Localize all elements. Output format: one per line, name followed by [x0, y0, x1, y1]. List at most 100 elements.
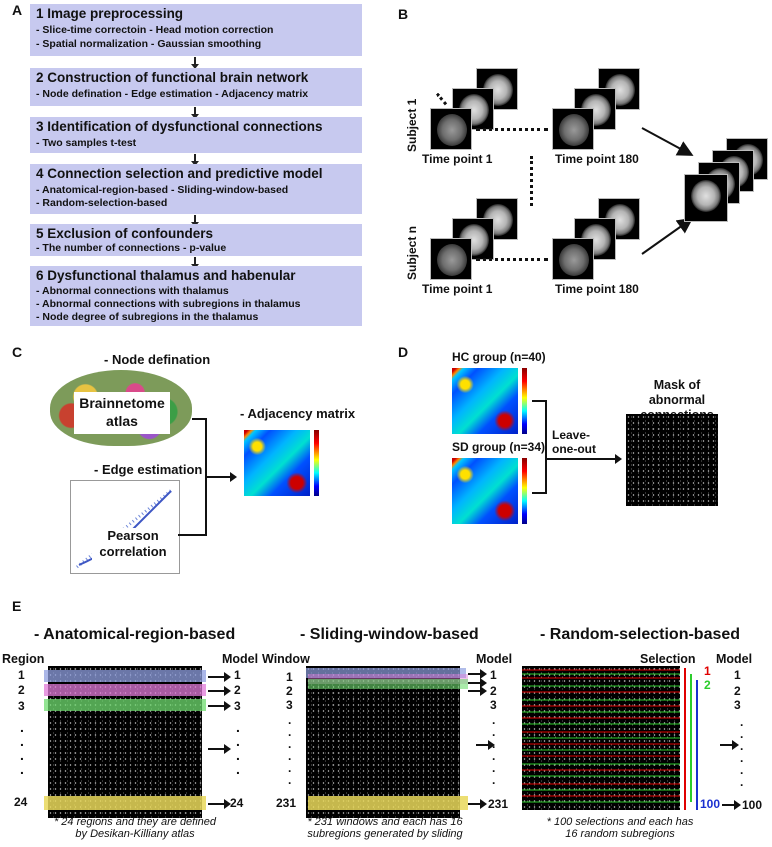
sd-matrix-image	[452, 458, 518, 524]
pearson-label-line: correlation	[99, 544, 167, 559]
subject-dots	[530, 156, 533, 206]
selection-number: 1	[704, 664, 711, 678]
region-number: 24	[14, 795, 28, 809]
model-arrow	[208, 672, 231, 682]
subject-1-label: Subject 1	[405, 98, 419, 152]
edge-estimation-label: - Edge estimation	[94, 462, 203, 477]
pearson-label-box: Pearson correlation	[92, 528, 174, 564]
random-note: * 100 selections and each has 16 random …	[530, 816, 710, 840]
time-point-1-label: Time point 1	[422, 152, 493, 166]
flow-step-line: - Abnormal connections with subregions i…	[36, 298, 301, 310]
panel-a-label: A	[12, 2, 23, 18]
connector-line	[532, 400, 546, 402]
adjacency-matrix-label: - Adjacency matrix	[240, 406, 356, 421]
flow-step-line: - Two samples t-test	[36, 137, 137, 149]
flow-step-line: - Node degree of subregions in the thala…	[36, 311, 259, 323]
window-number: 1	[286, 670, 293, 684]
mri-scan-image	[430, 238, 472, 280]
node-defination-label: - Node defination	[104, 352, 211, 367]
ellipsis-dot: ......	[492, 713, 496, 787]
flow-step-line: - The number of connections - p-value	[36, 242, 227, 254]
adjacency-matrix-image	[244, 430, 310, 496]
to-matrix-arrow	[206, 472, 237, 482]
anatomical-title: - Anatomical-region-based	[34, 626, 236, 643]
model-number: 2	[234, 683, 241, 697]
flow-step-title: 2 Construction of functional brain netwo…	[36, 70, 309, 85]
window-band-2	[308, 679, 468, 689]
mask-title-line: Mask of	[653, 378, 701, 392]
model-arrow	[468, 669, 487, 679]
flow-step-line: - Abnormal connections with thalamus	[36, 285, 229, 297]
time-series-dots	[476, 258, 548, 261]
model-number: 1	[490, 668, 497, 682]
colorbar	[522, 458, 527, 524]
window-band-231	[308, 796, 468, 810]
abnormal-connection-mask-image	[626, 414, 718, 506]
flow-step-title: 4 Connection selection and predictive mo…	[36, 166, 323, 181]
time-series-dots	[476, 128, 548, 131]
region-band-3	[44, 699, 206, 711]
note-line: by Desikan-Killiany atlas	[75, 828, 195, 840]
model-number: 1	[234, 668, 241, 682]
stack-dots	[435, 92, 448, 106]
panel-b-label: B	[398, 6, 409, 22]
region-band-1	[44, 670, 206, 682]
flow-arrow	[191, 57, 199, 69]
model-arrow	[208, 744, 231, 754]
leave-one-out-label: Leave- one-out	[552, 428, 596, 456]
flow-step-title: 5 Exclusion of confounders	[36, 226, 214, 241]
selection-number: 2	[704, 678, 711, 692]
region-number: 1	[18, 668, 25, 682]
atlas-label-line: Brainnetome	[79, 395, 165, 411]
flow-step-5: 5 Exclusion of confounders - The number …	[30, 224, 362, 256]
ellipsis-dot: ....	[236, 719, 240, 777]
atlas-label-box: Brainnetome atlas	[74, 392, 170, 434]
model-header: Model	[716, 652, 753, 666]
random-selection-lines	[522, 669, 680, 803]
selection-bracket-blue	[696, 680, 698, 810]
flow-arrow	[191, 257, 199, 269]
model-number: 3	[490, 698, 497, 712]
panel-c-label: C	[12, 344, 23, 360]
flow-step-1: 1 Image preprocessing - Slice-time corre…	[30, 4, 362, 56]
ellipsis-dot: ......	[740, 715, 744, 789]
template-brain-image	[684, 174, 728, 222]
note-line: * 24 regions and they are defined	[53, 816, 217, 828]
ellipsis-dot: ......	[288, 713, 292, 787]
flow-step-line: - Random-selection-based	[36, 197, 168, 209]
connector-line	[192, 418, 206, 420]
sliding-note: * 231 windows and each has 16 subregions…	[290, 816, 480, 840]
model-arrow	[208, 701, 231, 711]
to-mask-arrow	[547, 454, 622, 464]
leave-one-out-line: Leave-	[552, 428, 591, 442]
model-arrow	[468, 686, 487, 696]
sd-group-label: SD group (n=34)	[452, 440, 546, 454]
time-point-180-label: Time point 180	[555, 282, 639, 296]
merge-arrows	[641, 127, 694, 255]
hc-group-label: HC group (n=40)	[452, 350, 546, 364]
connector-line	[545, 400, 547, 494]
flow-step-6: 6 Dysfunctional thalamus and habenular -…	[30, 266, 362, 326]
time-point-1-label: Time point 1	[422, 282, 493, 296]
region-number: 2	[18, 683, 25, 697]
flow-step-title: 6 Dysfunctional thalamus and habenular	[36, 268, 296, 283]
flow-step-2: 2 Construction of functional brain netwo…	[30, 68, 362, 106]
window-number: 3	[286, 698, 293, 712]
window-number: 231	[276, 796, 297, 810]
model-number: 3	[234, 699, 241, 713]
model-header: Model	[476, 652, 513, 666]
flow-arrow	[191, 107, 199, 119]
window-number: 2	[286, 684, 293, 698]
selection-number: 100	[700, 797, 721, 811]
flow-arrow	[191, 215, 199, 227]
colorbar	[314, 430, 319, 496]
sliding-title: - Sliding-window-based	[300, 626, 479, 643]
note-line: * 100 selections and each has	[546, 816, 694, 828]
flow-step-line: - Spatial normalization - Gaussian smoot…	[36, 38, 262, 50]
selection-bracket-red	[684, 668, 686, 810]
connector-line	[532, 492, 546, 494]
window-header: Window	[262, 652, 310, 666]
region-band-24	[44, 796, 206, 810]
mri-scan-image	[552, 108, 594, 150]
flow-arrow	[191, 154, 199, 166]
